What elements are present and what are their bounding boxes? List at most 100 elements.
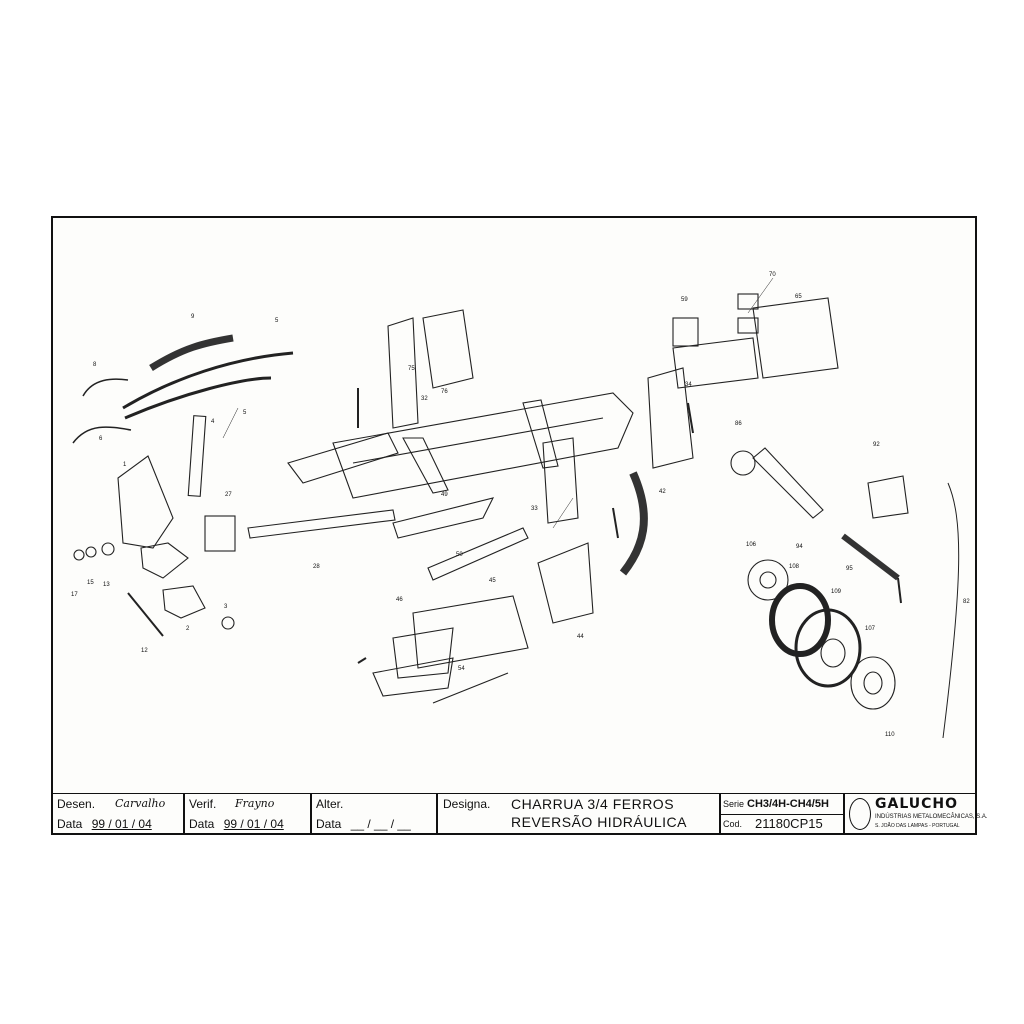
plate-33 <box>542 437 579 524</box>
alter-cell: Alter. <box>312 794 436 814</box>
callout-34: 34 <box>685 382 692 388</box>
callout-42: 42 <box>659 489 666 495</box>
designa-label: Designa. <box>443 797 491 811</box>
callout-44: 44 <box>577 634 584 640</box>
alter-label: Alter. <box>316 797 344 811</box>
block-27 <box>204 515 236 552</box>
callout-12: 12 <box>141 648 148 654</box>
washer-15 <box>85 546 97 558</box>
hose-9 <box>149 334 234 371</box>
headstock-1 <box>117 455 174 549</box>
plate-75 <box>387 317 419 429</box>
bracket-2 <box>162 585 206 619</box>
divider <box>721 814 843 815</box>
callout-75: 75 <box>408 366 415 372</box>
pin-3 <box>221 616 235 630</box>
desen-date: 99 / 01 / 04 <box>91 817 152 831</box>
callout-76: 76 <box>441 389 448 395</box>
data-label-2: Data <box>189 817 215 831</box>
title-block: Desen. Carvalho Data 99 / 01 / 04 Verif.… <box>53 793 988 834</box>
callout-5b: 5 <box>243 410 247 416</box>
callout-86: 86 <box>735 421 742 427</box>
callout-59: 59 <box>681 297 688 303</box>
desen-signature: Carvalho <box>115 797 166 810</box>
beam-42 <box>619 471 648 576</box>
rim-107 <box>850 656 896 710</box>
callout-45: 45 <box>489 578 496 584</box>
drawing-title-line2: REVERSÃO HIDRÁULICA <box>511 814 687 830</box>
tube-28 <box>247 509 396 539</box>
plate-70b <box>737 317 759 334</box>
serie-value: CH3/4H-CH4/5H <box>747 798 829 810</box>
frame-54 <box>432 672 509 704</box>
cylinder-4 <box>187 415 207 497</box>
data-label-3: Data <box>316 817 342 831</box>
divider <box>183 794 185 834</box>
callout-82: 82 <box>963 599 970 605</box>
desen-date-cell: Data 99 / 01 / 04 <box>53 814 183 834</box>
washer-13 <box>101 542 115 556</box>
cod-label: Cod. <box>723 819 743 829</box>
divider <box>843 794 845 834</box>
wheel-arm-94 <box>752 447 824 519</box>
verif-date: 99 / 01 / 04 <box>223 817 284 831</box>
bracket-59 <box>672 317 699 347</box>
drawing-sheet: 1 2 3 4 5 5 6 8 9 12 13 15 17 27 28 32 3… <box>51 216 988 835</box>
callout-110: 110 <box>885 732 895 738</box>
part-callouts: 1 2 3 4 5 5 6 8 9 12 13 15 17 27 28 32 3… <box>71 272 970 738</box>
divider <box>436 794 438 834</box>
mouldboard-46 <box>392 627 454 679</box>
alter-date: __ / __ / __ <box>350 817 411 831</box>
callout-106: 106 <box>746 542 757 548</box>
callout-50: 50 <box>456 552 463 558</box>
callout-3: 3 <box>224 604 228 610</box>
callout-92: 92 <box>873 442 880 448</box>
callout-9: 9 <box>191 314 195 320</box>
verif-signature: Frayno <box>235 797 275 810</box>
main-frame-32 <box>332 392 634 499</box>
arm-95 <box>841 533 900 581</box>
bracket-92 <box>867 475 909 519</box>
hose-6 <box>72 426 132 444</box>
callout-65: 65 <box>795 294 802 300</box>
callout-1: 1 <box>123 462 127 468</box>
designa-cell: Designa. <box>439 794 509 814</box>
brace-82 <box>942 482 960 739</box>
callout-17: 17 <box>71 592 78 598</box>
callout-94: 94 <box>796 544 803 550</box>
callout-5: 5 <box>275 318 279 324</box>
serie-label: Serie <box>723 799 745 809</box>
hose-8 <box>82 378 129 397</box>
share-49 <box>392 497 495 539</box>
callout-4: 4 <box>211 419 215 425</box>
hub-106 <box>747 559 789 601</box>
plate-34-right <box>647 367 694 469</box>
wheel-109 <box>794 608 862 688</box>
callout-13: 13 <box>103 582 110 588</box>
plate-70a <box>737 293 759 310</box>
desen-cell: Desen. <box>53 794 183 814</box>
alter-date-cell: Data __ / __ / __ <box>312 814 436 834</box>
share-47 <box>372 657 454 697</box>
company-address: S. JOÃO DAS LAMPAS - PORTUGAL <box>875 823 960 829</box>
verif-cell: Verif. <box>185 794 310 814</box>
plate-76 <box>422 309 474 389</box>
callout-32: 32 <box>421 396 428 402</box>
company-subtitle: INDÚSTRIAS METALOMECÂNICAS, S.A. <box>875 814 988 820</box>
callout-28: 28 <box>313 564 320 570</box>
desen-label: Desen. <box>57 797 96 811</box>
shaft-12 <box>127 592 164 637</box>
exploded-view-drawing: 1 2 3 4 5 5 6 8 9 12 13 15 17 27 28 32 3… <box>53 218 975 793</box>
callout-95: 95 <box>846 566 853 572</box>
callout-70: 70 <box>769 272 776 278</box>
verif-label: Verif. <box>189 797 217 811</box>
callout-109: 109 <box>831 589 842 595</box>
share-50 <box>427 527 529 581</box>
coulter-44 <box>537 542 594 624</box>
hose-5b <box>124 376 272 420</box>
callout-108: 108 <box>789 564 800 570</box>
callout-54: 54 <box>458 666 465 672</box>
divider <box>719 794 721 834</box>
callout-6: 6 <box>99 436 103 442</box>
callout-8: 8 <box>93 362 97 368</box>
